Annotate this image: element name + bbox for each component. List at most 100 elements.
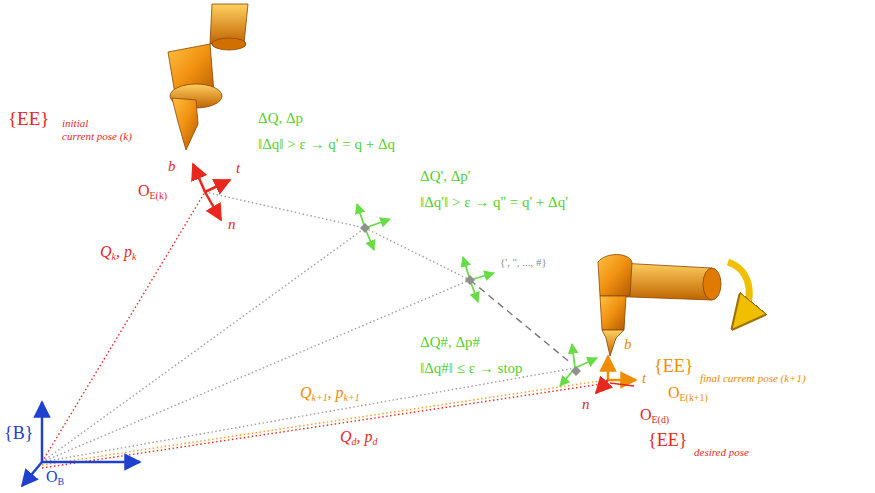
axis-arrow: [607, 356, 610, 380]
label-group: OE(k+1): [668, 384, 708, 402]
subscript-label: B: [58, 476, 65, 487]
label-group: {EE}: [8, 108, 49, 130]
label-group: final current pose (k+1): [700, 372, 806, 385]
diamond-marker: [465, 275, 475, 285]
intermediate-frames: [357, 204, 597, 386]
vector-pd: [42, 383, 608, 468]
robot-tool: [600, 296, 626, 330]
label-group: OE(d): [640, 406, 669, 424]
vector-intermediate: [42, 280, 470, 462]
label-group: Qk+1, pk+1: [300, 384, 360, 402]
label-group: n: [228, 216, 236, 233]
text-label: desired pose: [694, 446, 749, 458]
iteration-path: [205, 192, 572, 364]
text-label: t: [236, 160, 240, 176]
rotation-arrow: [728, 262, 749, 322]
base-frame: [22, 402, 140, 486]
label-group: ‖Δq'‖ > ε → q'' = q' + Δq': [420, 194, 568, 211]
text-label: t: [642, 370, 646, 386]
iteration-markers: [360, 223, 581, 376]
label-group: desired pose: [694, 446, 749, 459]
subscript-label: d: [373, 436, 378, 447]
axis-arrow: [22, 462, 42, 486]
robot-joint: [703, 268, 721, 300]
text-label: , p: [357, 428, 373, 445]
text-label: Q: [340, 428, 352, 445]
label-group: ΔQ#, Δp#: [420, 334, 480, 351]
text-label: {EE}: [648, 430, 687, 450]
text-label: , p: [116, 243, 132, 260]
axis-arrow: [572, 344, 575, 368]
text-label: O: [640, 406, 652, 423]
text-label: {EE}: [8, 108, 49, 129]
subscript-label: d: [352, 436, 357, 447]
axis-arrow: [596, 380, 608, 393]
text-label: O: [46, 468, 58, 485]
label-group: t: [642, 370, 646, 387]
label-group: Qd, pd: [340, 428, 377, 446]
text-label: n: [582, 396, 590, 412]
text-label: O: [138, 182, 150, 199]
vector-pk1: [42, 380, 606, 465]
label-group: t: [236, 160, 240, 177]
text-label: {B}: [4, 423, 33, 443]
label-group: {EE}: [648, 430, 687, 451]
robot-initial: [168, 4, 248, 150]
label-group: initialcurrent pose (k): [62, 117, 132, 142]
robot-final: [598, 255, 721, 357]
subscript-label: k: [112, 251, 116, 262]
label-group: {B}: [4, 423, 33, 444]
subscript-label: E(k): [150, 190, 168, 201]
text-label: b: [168, 158, 176, 174]
axis-arrow: [205, 180, 230, 192]
label-group: OB: [46, 468, 64, 486]
axis-arrow: [42, 461, 140, 464]
robot-tool: [172, 98, 198, 150]
axis-arrow: [41, 402, 44, 462]
label-group: n: [582, 396, 590, 413]
robot-joint: [212, 38, 246, 50]
label-group: {EE}: [654, 356, 693, 377]
subscript-label: k: [132, 251, 136, 262]
diamond-marker: [571, 366, 581, 376]
label-group: ΔQ', Δp': [420, 168, 471, 185]
axis-arrow: [575, 358, 597, 368]
text-label: ΔQ', Δp': [420, 168, 471, 184]
text-label: n: [228, 216, 236, 232]
text-label: ‖Δq#‖ ≤ ε → stop: [420, 360, 523, 376]
subscript-label: k+1: [312, 392, 328, 403]
text-label: ΔQ, Δp: [258, 110, 303, 126]
text-label: , p: [328, 384, 344, 401]
desired-axis: [610, 383, 634, 386]
axis-arrow: [608, 379, 636, 382]
text-label: O: [668, 384, 680, 401]
text-label: Q: [100, 243, 112, 260]
axis-arrow: [365, 219, 390, 228]
robot-joint: [598, 255, 632, 297]
axis-arrow: [205, 192, 221, 220]
vector-intermediate: [42, 368, 575, 462]
text-label: final current pose (k+1): [700, 372, 806, 384]
text-label: current pose (k): [62, 130, 132, 143]
label-group: ‖Δq#‖ ≤ ε → stop: [420, 360, 523, 377]
label-group: {', '', ..., #}: [500, 256, 547, 269]
label-group: Qk, pk: [100, 243, 136, 261]
label-group: b: [168, 158, 176, 175]
label-group: ‖Δq‖ > ε → q' = q + Δq: [258, 136, 395, 153]
subscript-label: E(d): [652, 414, 670, 425]
text-label: Q: [300, 384, 312, 401]
iteration-dashed: [470, 280, 572, 364]
vector-intermediate: [42, 228, 365, 462]
text-label: initial: [62, 117, 132, 130]
final-ee-frame: [596, 356, 636, 393]
label-group: ΔQ, Δp: [258, 110, 303, 127]
subscript-label: k+1: [344, 392, 360, 403]
subscript-label: E(k+1): [680, 392, 708, 403]
text-label: ‖Δq‖ > ε → q' = q + Δq: [258, 136, 395, 152]
label-group: b: [624, 336, 632, 353]
text-label: b: [624, 336, 632, 352]
text-label: {', '', ..., #}: [500, 256, 547, 268]
text-label: ‖Δq'‖ > ε → q'' = q' + Δq': [420, 194, 568, 210]
diamond-marker: [360, 223, 370, 233]
